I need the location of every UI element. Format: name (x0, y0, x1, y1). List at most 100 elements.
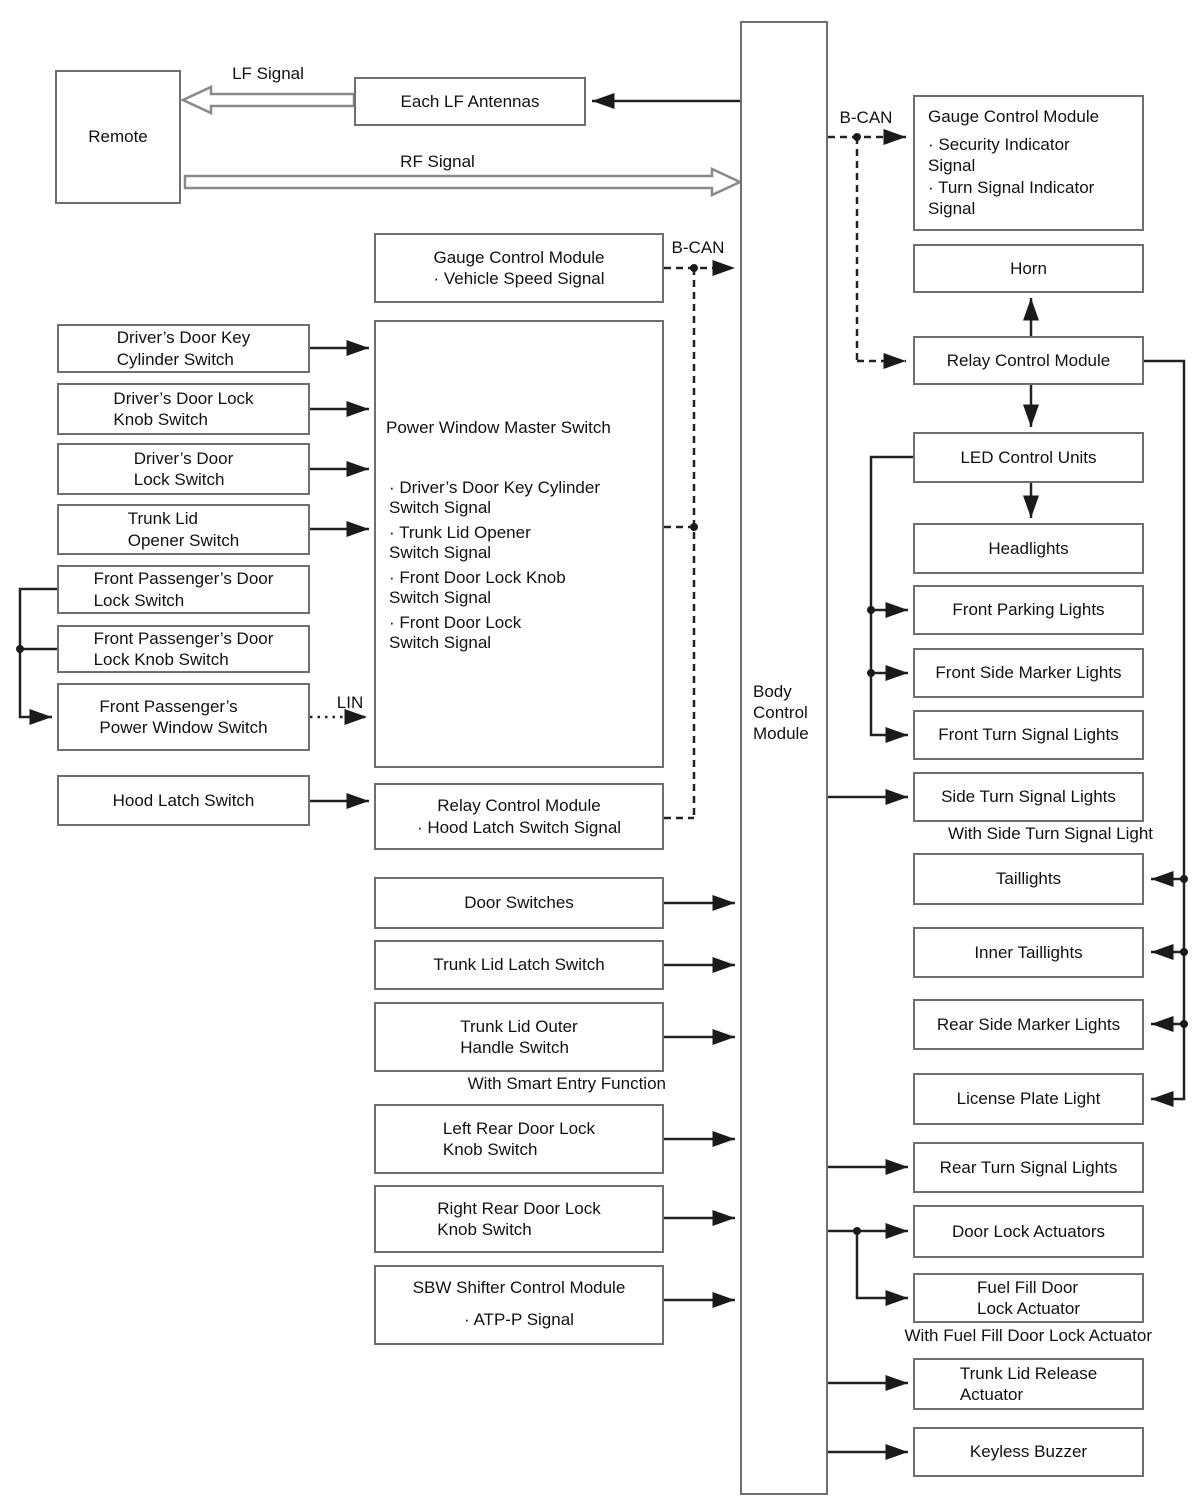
wire-fp-rail (18, 587, 57, 725)
fp-door-lock-knob-switch-label: Front Passenger’s Door Lock Knob Switch (93, 628, 274, 669)
fp-power-window-switch-box: Front Passenger’s Power Window Switch (57, 683, 310, 751)
inner-taillights-label: Inner Taillights (974, 942, 1083, 962)
junction-right-rail-2 (1180, 948, 1188, 956)
pwms-bullet-lock: · Front Door Lock Switch Signal (389, 613, 522, 653)
driver-lock-knob-switch-box: Driver’s Door Lock Knob Switch (57, 383, 310, 435)
led-control-units-label: LED Control Units (960, 447, 1097, 467)
sbw-title: SBW Shifter Control Module (412, 1278, 626, 1297)
driver-key-cylinder-switch-box: Driver’s Door Key Cylinder Switch (57, 324, 310, 373)
pwms-bullet-lock-knob: · Front Door Lock Knob Switch Signal (389, 568, 566, 608)
junction-bcan-left-pwms (690, 523, 698, 531)
junction-right-rail-3 (1180, 1020, 1188, 1028)
front-turn-signal-lights-label: Front Turn Signal Lights (938, 725, 1119, 745)
junction-bcan-left-top (690, 264, 698, 272)
driver-lock-switch-box: Driver’s Door Lock Switch (57, 443, 310, 495)
inner-taillights-box: Inner Taillights (913, 927, 1144, 978)
headlights-label: Headlights (988, 538, 1069, 558)
b-can-left-label: B-CAN (671, 238, 725, 257)
rear-side-marker-lights-box: Rear Side Marker Lights (913, 999, 1144, 1050)
door-switches-label: Door Switches (464, 893, 574, 913)
smart-entry-caption: With Smart Entry Function (467, 1074, 666, 1093)
junction-led-rail-1 (867, 606, 875, 614)
headlights-box: Headlights (913, 523, 1144, 574)
trunk-lid-latch-switch-box: Trunk Lid Latch Switch (374, 940, 664, 990)
keyless-buzzer-label: Keyless Buzzer (969, 1442, 1088, 1462)
horn-box: Horn (913, 244, 1144, 293)
taillights-label: Taillights (995, 869, 1062, 889)
fp-power-window-switch-label: Front Passenger’s Power Window Switch (99, 696, 268, 737)
driver-key-cylinder-switch-label: Driver’s Door Key Cylinder Switch (116, 328, 251, 369)
lf-signal-label: LF Signal (232, 64, 304, 83)
junction-led-rail-2 (867, 669, 875, 677)
fp-door-lock-knob-switch-box: Front Passenger’s Door Lock Knob Switch (57, 625, 310, 673)
wire-right-rail (1144, 359, 1186, 1108)
driver-lock-knob-switch-label: Driver’s Door Lock Knob Switch (113, 388, 254, 429)
door-lock-actuators-label: Door Lock Actuators (951, 1221, 1106, 1241)
side-turn-signal-lights-label: Side Turn Signal Lights (941, 787, 1116, 807)
junction-fp-rail (16, 645, 24, 653)
wire-branch-to-fuel-fill (855, 1231, 908, 1306)
each-lf-antennas-box: Each LF Antennas (354, 77, 586, 126)
right-rear-door-lock-knob-box: Right Rear Door Lock Knob Switch (374, 1185, 664, 1253)
junction-door-lock-branch (853, 1227, 861, 1235)
trunk-lid-latch-switch-label: Trunk Lid Latch Switch (433, 955, 605, 975)
front-side-marker-lights-label: Front Side Marker Lights (935, 663, 1122, 683)
gauge-control-module-speed-box: Gauge Control Module · Vehicle Speed Sig… (374, 233, 664, 303)
license-plate-light-box: License Plate Light (913, 1073, 1144, 1125)
gauge-control-module-indicators-box: Gauge Control Module · Security Indicato… (913, 95, 1144, 231)
each-lf-antennas-label: Each LF Antennas (400, 91, 540, 111)
power-window-master-switch-box: Power Window Master Switch · Driver’s Do… (374, 320, 664, 768)
body-control-module-label: Body Control Module (753, 682, 809, 744)
sbw-shifter-control-module-box: SBW Shifter Control Module · ATP-P Signa… (374, 1265, 664, 1345)
door-lock-actuators-box: Door Lock Actuators (913, 1205, 1144, 1258)
fp-door-lock-switch-box: Front Passenger’s Door Lock Switch (57, 565, 310, 614)
right-rear-door-lock-knob-label: Right Rear Door Lock Knob Switch (437, 1198, 601, 1239)
side-turn-caption: With Side Turn Signal Light (947, 824, 1153, 843)
rear-turn-signal-lights-box: Rear Turn Signal Lights (913, 1142, 1144, 1193)
led-control-units-box: LED Control Units (913, 432, 1144, 483)
junction-right-rail-1 (1180, 875, 1188, 883)
pwms-bullet-key-cylinder: · Driver’s Door Key Cylinder Switch Sign… (389, 478, 600, 518)
gcm-indicators-title: Gauge Control Module (928, 107, 1100, 126)
junction-bcan-right (853, 133, 861, 141)
fuel-fill-door-lock-actuator-box: Fuel Fill Door Lock Actuator (913, 1273, 1144, 1323)
front-side-marker-lights-box: Front Side Marker Lights (913, 648, 1144, 698)
trunk-lid-release-actuator-label: Trunk Lid Release Actuator (959, 1363, 1098, 1404)
keyless-buzzer-box: Keyless Buzzer (913, 1427, 1144, 1477)
pwms-bullet-trunk-opener: · Trunk Lid Opener Switch Signal (389, 523, 531, 563)
body-control-module-box: Body Control Module (740, 21, 828, 1495)
horn-label: Horn (1010, 258, 1047, 278)
rear-side-marker-lights-label: Rear Side Marker Lights (936, 1014, 1121, 1034)
trunk-lid-opener-switch-box: Trunk Lid Opener Switch (57, 504, 310, 555)
hood-latch-switch-box: Hood Latch Switch (57, 775, 310, 826)
front-parking-lights-label: Front Parking Lights (952, 600, 1105, 620)
relay-control-module-label: Relay Control Module (946, 350, 1111, 370)
trunk-lid-release-actuator-box: Trunk Lid Release Actuator (913, 1358, 1144, 1410)
fp-door-lock-switch-label: Front Passenger’s Door Lock Switch (93, 569, 274, 610)
left-rear-door-lock-knob-box: Left Rear Door Lock Knob Switch (374, 1104, 664, 1174)
door-switches-box: Door Switches (374, 877, 664, 929)
front-parking-lights-box: Front Parking Lights (913, 585, 1144, 635)
taillights-box: Taillights (913, 853, 1144, 905)
fuel-fill-door-lock-actuator-label: Fuel Fill Door Lock Actuator (976, 1277, 1080, 1318)
wire-led-left-rail (869, 455, 913, 743)
left-rear-door-lock-knob-label: Left Rear Door Lock Knob Switch (442, 1118, 596, 1159)
b-can-right-label: B-CAN (839, 108, 893, 127)
relay-control-module-hood-label: Relay Control Module · Hood Latch Switch… (416, 796, 622, 837)
front-turn-signal-lights-box: Front Turn Signal Lights (913, 710, 1144, 760)
fuel-fill-caption: With Fuel Fill Door Lock Actuator (904, 1326, 1152, 1345)
lf-signal-hollow-arrow (180, 85, 356, 115)
gauge-control-module-speed-label: Gauge Control Module · Vehicle Speed Sig… (433, 247, 605, 288)
license-plate-light-label: License Plate Light (956, 1089, 1101, 1109)
gcm-indicators-bullets: · Security Indicator Signal · Turn Signa… (928, 135, 1095, 219)
rf-signal-label: RF Signal (400, 152, 475, 171)
remote-box: Remote (55, 70, 181, 204)
driver-lock-switch-label: Driver’s Door Lock Switch (133, 448, 234, 489)
relay-control-module-box: Relay Control Module (913, 336, 1144, 385)
trunk-lid-outer-handle-switch-label: Trunk Lid Outer Handle Switch (460, 1016, 578, 1057)
remote-label: Remote (88, 127, 148, 147)
lin-label: LIN (336, 693, 364, 712)
trunk-lid-outer-handle-switch-box: Trunk Lid Outer Handle Switch (374, 1002, 664, 1072)
